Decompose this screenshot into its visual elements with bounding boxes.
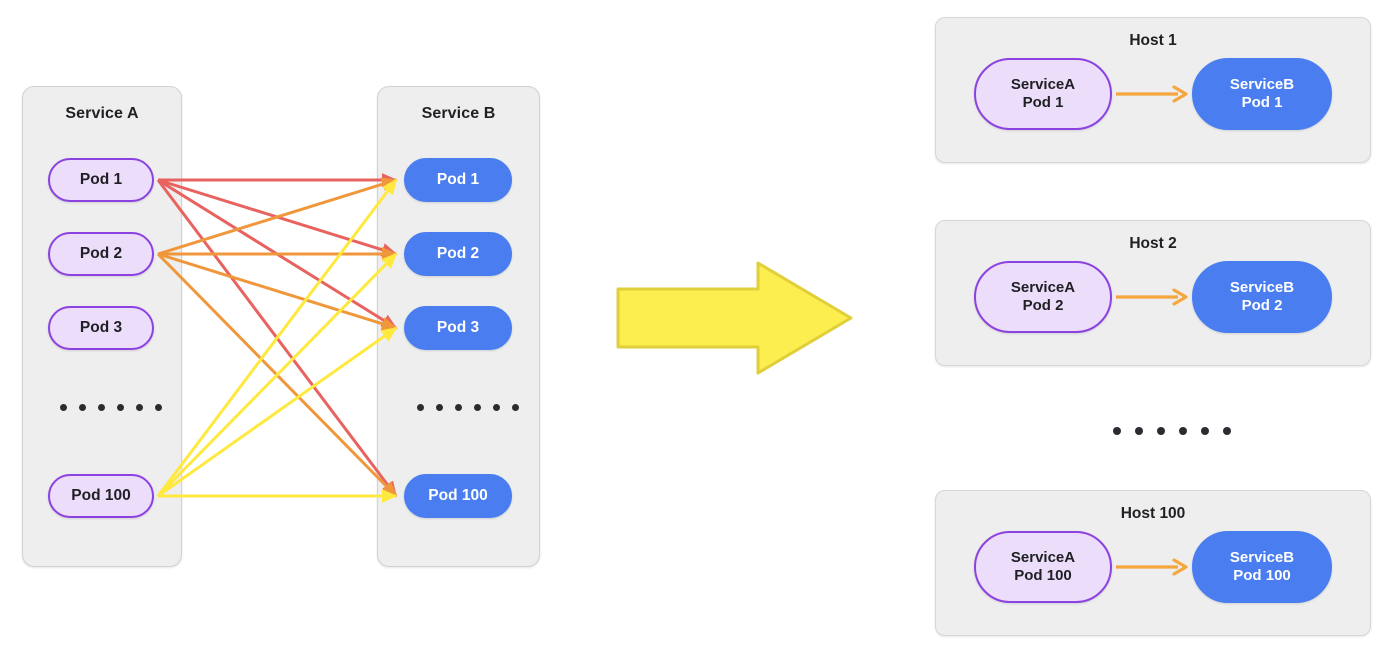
host-100-arrow-icon [1116,558,1188,576]
mesh-arrow [157,252,398,331]
host-100-title: Host 100 [1120,505,1186,522]
mesh-arrow [157,177,398,256]
host-2-target-line2: Pod 2 [1241,297,1283,314]
host-2-source-line1: ServiceA [1010,278,1076,296]
service-a-ellipsis-icon [60,404,162,411]
host-list-ellipsis-icon [1113,427,1231,435]
host-2-target-pod[interactable]: ServiceB Pod 2 [1192,261,1332,333]
host-100-source-line2: Pod 100 [1014,567,1072,584]
service-a-pod-100-label: Pod 100 [71,487,131,504]
service-b-pod-1[interactable]: Pod 1 [404,158,512,202]
service-b-pod-2-label: Pod 2 [436,245,480,262]
host-2-title: Host 2 [1129,235,1177,252]
service-b-title: Service B [421,105,496,122]
host-2-source-line2: Pod 2 [1022,297,1064,314]
service-b-pod-1-label: Pod 1 [436,171,480,188]
mesh-arrow [157,326,398,498]
mesh-line-group [156,173,398,503]
host-1-target-line2: Pod 1 [1241,94,1283,111]
host-1-arrow-icon [1116,85,1188,103]
host-2-target-line1: ServiceB [1229,278,1295,296]
service-a-pod-2-label: Pod 2 [79,245,123,262]
host-1-source-line2: Pod 1 [1022,94,1064,111]
service-b-pod-3-label: Pod 3 [436,319,480,336]
host-card-2: Host 2 ServiceA Pod 2 ServiceB Pod 2 [935,220,1371,366]
mesh-connections [156,173,398,503]
host-1-source-pod[interactable]: ServiceA Pod 1 [974,58,1112,130]
service-a-title: Service A [65,105,139,122]
service-a-pod-3-label: Pod 3 [79,319,123,336]
service-a-pod-100[interactable]: Pod 100 [48,474,154,518]
service-b-pod-100-label: Pod 100 [428,487,488,504]
service-b-pod-3[interactable]: Pod 3 [404,306,512,350]
host-1-target-pod[interactable]: ServiceB Pod 1 [1192,58,1332,130]
host-1-title: Host 1 [1129,32,1177,49]
host-1-source-line1: ServiceA [1010,75,1076,93]
host-1-target-line1: ServiceB [1229,75,1295,93]
host-100-source-line1: ServiceA [1010,548,1076,566]
service-a-pod-1[interactable]: Pod 1 [48,158,154,202]
host-100-target-line1: ServiceB [1229,548,1295,566]
mesh-arrow [156,252,398,498]
host-100-target-line2: Pod 100 [1233,567,1291,584]
transform-arrow-icon [616,261,853,375]
service-b-pod-100[interactable]: Pod 100 [404,474,512,518]
service-a-pod-1-label: Pod 1 [79,171,123,188]
host-2-source-pod[interactable]: ServiceA Pod 2 [974,261,1112,333]
host-2-arrow-icon [1116,288,1188,306]
host-card-1: Host 1 ServiceA Pod 1 ServiceB Pod 1 [935,17,1371,163]
host-card-100: Host 100 ServiceA Pod 100 ServiceB Pod 1… [935,490,1371,636]
host-100-source-pod[interactable]: ServiceA Pod 100 [974,531,1112,603]
service-a-pod-2[interactable]: Pod 2 [48,232,154,276]
mesh-arrow [156,178,398,497]
service-a-pod-3[interactable]: Pod 3 [48,306,154,350]
service-b-pod-2[interactable]: Pod 2 [404,232,512,276]
host-100-target-pod[interactable]: ServiceB Pod 100 [1192,531,1332,603]
service-b-ellipsis-icon [417,404,519,411]
